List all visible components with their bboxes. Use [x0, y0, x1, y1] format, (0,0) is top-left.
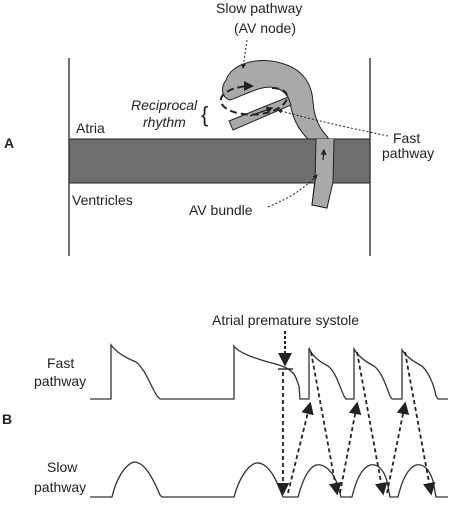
fast-pathway-label-1: Fast [393, 130, 420, 146]
av-bundle-pointer [267, 174, 318, 208]
fast-trace-label-1: Fast [47, 355, 74, 371]
slow-pathway-pointer [241, 39, 248, 69]
panel-b-letter: B [2, 411, 12, 427]
fast-pathway-trace [90, 342, 448, 400]
reciprocal-brace: { [201, 102, 208, 127]
panel-a-letter: A [4, 135, 14, 151]
slow-pathway-label-1: Slow pathway [216, 0, 302, 16]
conduction-arrow-up-1 [287, 401, 314, 494]
fast-trace-label-2: pathway [34, 373, 86, 389]
conduction-arrow-up-3 [386, 401, 410, 494]
ventricles-label: Ventricles [72, 192, 133, 208]
atrial-premature-systole-label: Atrial premature systole [212, 312, 359, 328]
av-bundle-tail [311, 181, 334, 209]
conduction-arrow-down-3 [356, 351, 388, 496]
fast-pathway-label-2: pathway [382, 145, 434, 161]
slow-pathway-label-2: (AV node) [234, 20, 296, 36]
loop-arrow-lower [249, 106, 274, 117]
conduction-arrow-up-2 [339, 401, 362, 494]
conduction-arrow-down-2 [310, 351, 342, 496]
slow-pathway-trace [90, 461, 448, 498]
panel-b: B Atrial premature systole Fast pathway … [2, 312, 448, 498]
reciprocal-label-2: rhythm [143, 114, 186, 130]
av-bundle-over-band [315, 139, 334, 182]
reciprocal-label-1: Reciprocal [131, 97, 198, 113]
reciprocal-loop [219, 81, 289, 116]
slow-trace-label-1: Slow [47, 459, 78, 475]
bundle-arrow [320, 148, 327, 161]
fast-pathway-branch [228, 96, 292, 131]
atria-label: Atria [76, 120, 105, 136]
conduction-arrow-down-4 [404, 351, 436, 496]
fast-pathway-pointer [277, 108, 389, 137]
slow-trace-label-2: pathway [34, 479, 86, 495]
panel-a: A Slow pathway (AV node) Reciprocal rhyt… [4, 0, 434, 256]
av-bundle-label: AV bundle [189, 202, 253, 218]
av-bundle-edge-right [332, 138, 335, 183]
